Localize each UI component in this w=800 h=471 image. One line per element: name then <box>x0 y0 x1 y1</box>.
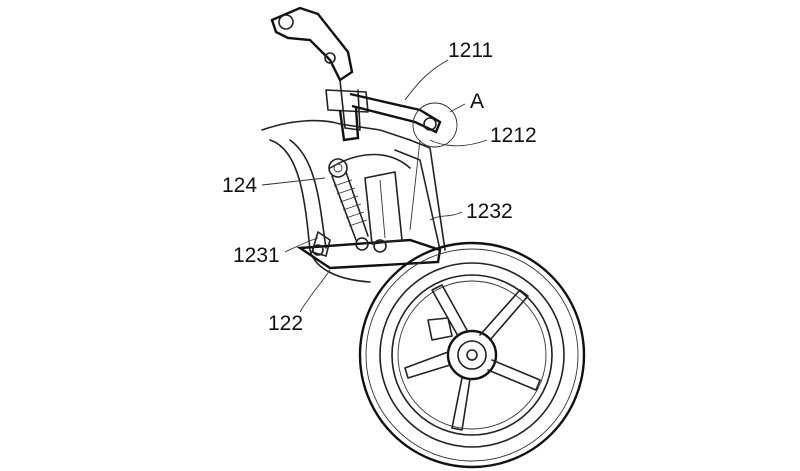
frame-body <box>261 119 446 283</box>
label-1212: 1212 <box>490 124 537 147</box>
label-1211: 1211 <box>448 39 493 62</box>
leader-lines <box>261 59 488 313</box>
link-rod <box>349 92 458 148</box>
wheel <box>358 241 586 469</box>
label-122: 122 <box>268 312 303 335</box>
detail-circle-a <box>412 102 458 148</box>
label-1231: 1231 <box>233 244 280 267</box>
label-1232: 1232 <box>466 200 513 223</box>
label-124: 124 <box>222 174 257 197</box>
shock-absorber <box>328 158 369 251</box>
label-a: A <box>470 90 484 113</box>
top-bracket <box>270 6 369 142</box>
